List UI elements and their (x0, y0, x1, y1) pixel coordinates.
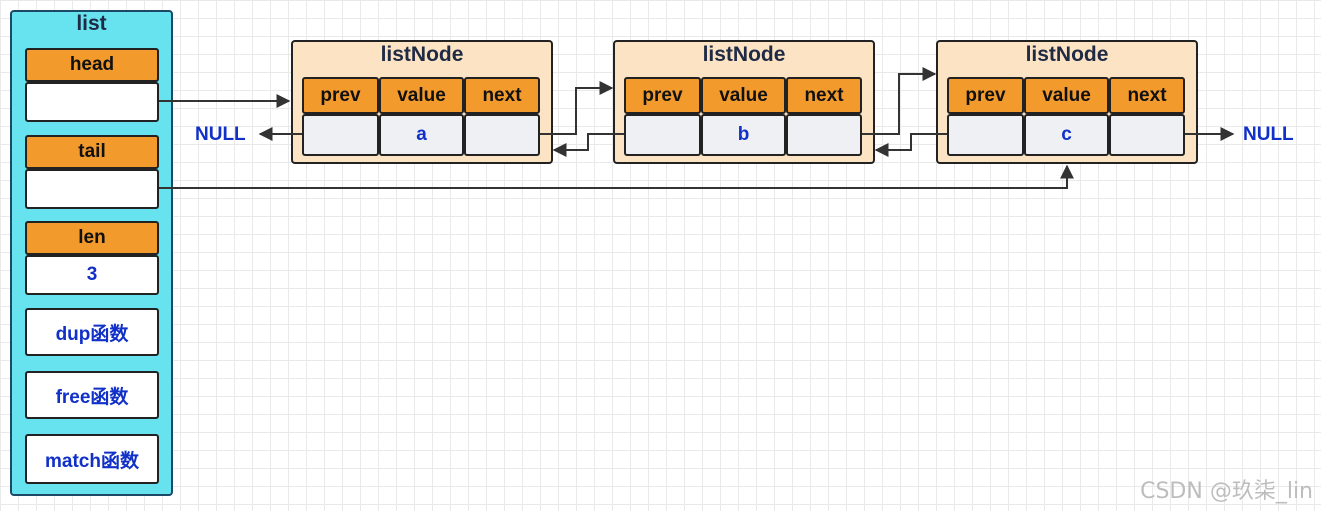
node-prev-label: prev (624, 77, 701, 114)
match-function: match函数 (25, 434, 159, 484)
null-right-label: NULL (1243, 124, 1294, 145)
free-function: free函数 (25, 371, 159, 419)
len-label: len (25, 221, 159, 255)
node-value-cell: b (701, 114, 786, 156)
node-value-cell: a (379, 114, 464, 156)
node-title: listNode (380, 43, 464, 66)
b-next-arrow (862, 67, 937, 135)
node-prev-label: prev (302, 77, 379, 114)
null-left-label: NULL (195, 124, 246, 145)
b-prev-arrow (552, 133, 624, 157)
node-prev-cell (947, 114, 1024, 156)
node-prev-cell (302, 114, 379, 156)
node-title: listNode (702, 43, 786, 66)
node-value-cell: c (1024, 114, 1109, 156)
dup-function: dup函数 (25, 308, 159, 356)
node-next-label: next (786, 77, 862, 114)
node-prev-label: prev (947, 77, 1024, 114)
list-title: list (76, 12, 107, 35)
node-next-label: next (464, 77, 540, 114)
c-prev-arrow (874, 133, 947, 157)
node-title: listNode (1025, 43, 1109, 66)
node-value-label: value (701, 77, 786, 114)
node-value-label: value (379, 77, 464, 114)
head-label: head (25, 48, 159, 82)
node-next-cell (1109, 114, 1185, 156)
node-value-label: value (1024, 77, 1109, 114)
node-prev-cell (624, 114, 701, 156)
node-next-cell (464, 114, 540, 156)
a-next-arrow (540, 81, 614, 135)
tail-pointer-cell (25, 169, 159, 209)
tail-label: tail (25, 135, 159, 169)
head-pointer-cell (25, 82, 159, 122)
watermark: CSDN @玖柒_lin (1140, 479, 1313, 504)
len-value: 3 (25, 255, 159, 295)
node-next-cell (786, 114, 862, 156)
node-next-label: next (1109, 77, 1185, 114)
tail-arrow (159, 164, 1074, 189)
